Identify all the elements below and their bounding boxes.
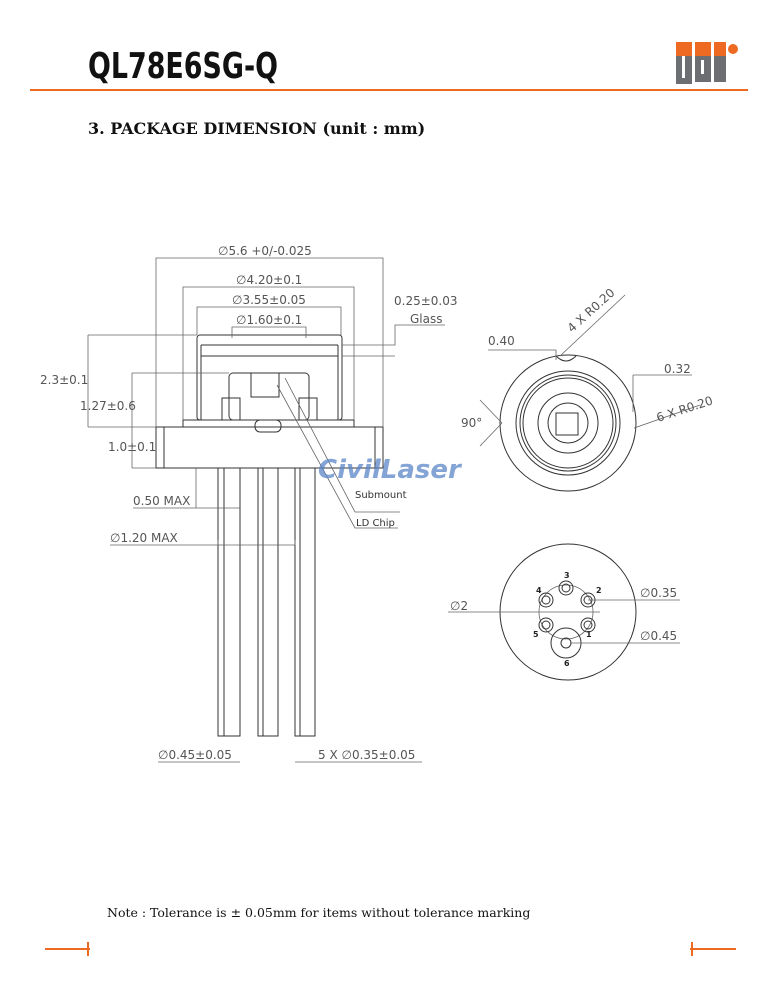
ld-chip-label: LD Chip: [356, 518, 395, 529]
pin-1-circle: [583, 620, 593, 630]
pin-label-1: 1: [586, 630, 592, 639]
dim-glass-thickness: 0.25±0.03: [394, 294, 458, 308]
dim-outer-diameter: ∅5.6 +0/-0.025: [218, 244, 312, 258]
dim-pin-big-bottom: ∅0.45: [640, 629, 677, 643]
pin-4-circle: [538, 592, 554, 608]
dim-body-diameter: ∅3.55±0.05: [232, 293, 306, 307]
dim-pin-small: 5 X ∅0.35±0.05: [318, 748, 415, 762]
dim-pcd: ∅2: [450, 599, 468, 613]
watermark: CivilLaser: [318, 455, 463, 485]
side-view: [155, 334, 384, 737]
dim-pin-circle-max: ∅1.20 MAX: [110, 531, 178, 545]
dim-chip-height: 1.27±0.6: [80, 399, 136, 413]
section-heading: 3. PACKAGE DIMENSION (unit : mm): [88, 119, 425, 138]
pin-1-circle: [580, 617, 596, 633]
pin-3-circle: [558, 580, 574, 596]
document-title: QL78E6SG-Q: [88, 46, 278, 87]
dim-notch-radius: 4 X R0.20: [565, 286, 618, 336]
pin-label-4: 4: [536, 586, 542, 595]
dim-angle: 90°: [461, 416, 482, 430]
dim-pin-big: ∅0.45±0.05: [158, 748, 232, 762]
bottom-view: [448, 543, 680, 681]
dim-side-notch: 0.32: [664, 362, 691, 376]
dim-offset-max: 0.50 MAX: [133, 494, 190, 508]
crop-marks: [45, 942, 736, 956]
pin-label-6: 6: [564, 659, 570, 668]
pin-3-circle: [561, 583, 571, 593]
dim-flange-thickness: 1.0±0.1: [108, 440, 156, 454]
dim-side-radius: 6 X R0.20: [655, 393, 715, 424]
pin-label-2: 2: [596, 586, 602, 595]
dim-cap-diameter: ∅4.20±0.1: [236, 273, 302, 287]
dim-window-diameter: ∅1.60±0.1: [236, 313, 302, 327]
qsi-logo: [676, 42, 738, 84]
pin-4-circle: [541, 595, 551, 605]
pin-label-3: 3: [564, 571, 570, 580]
dim-total-height: 2.3±0.1: [40, 373, 88, 387]
dim-notch-depth: 0.40: [488, 334, 515, 348]
pin-5-circle: [538, 617, 554, 633]
glass-label: Glass: [410, 312, 443, 326]
pin-5-circle: [541, 620, 551, 630]
top-view: [479, 294, 701, 492]
tolerance-note: Note : Tolerance is ± 0.05mm for items w…: [107, 905, 530, 920]
submount-label: Submount: [355, 490, 407, 501]
pin-label-5: 5: [533, 630, 539, 639]
dimension-lines: [87, 257, 445, 763]
dim-pin-small-bottom: ∅0.35: [640, 586, 677, 600]
